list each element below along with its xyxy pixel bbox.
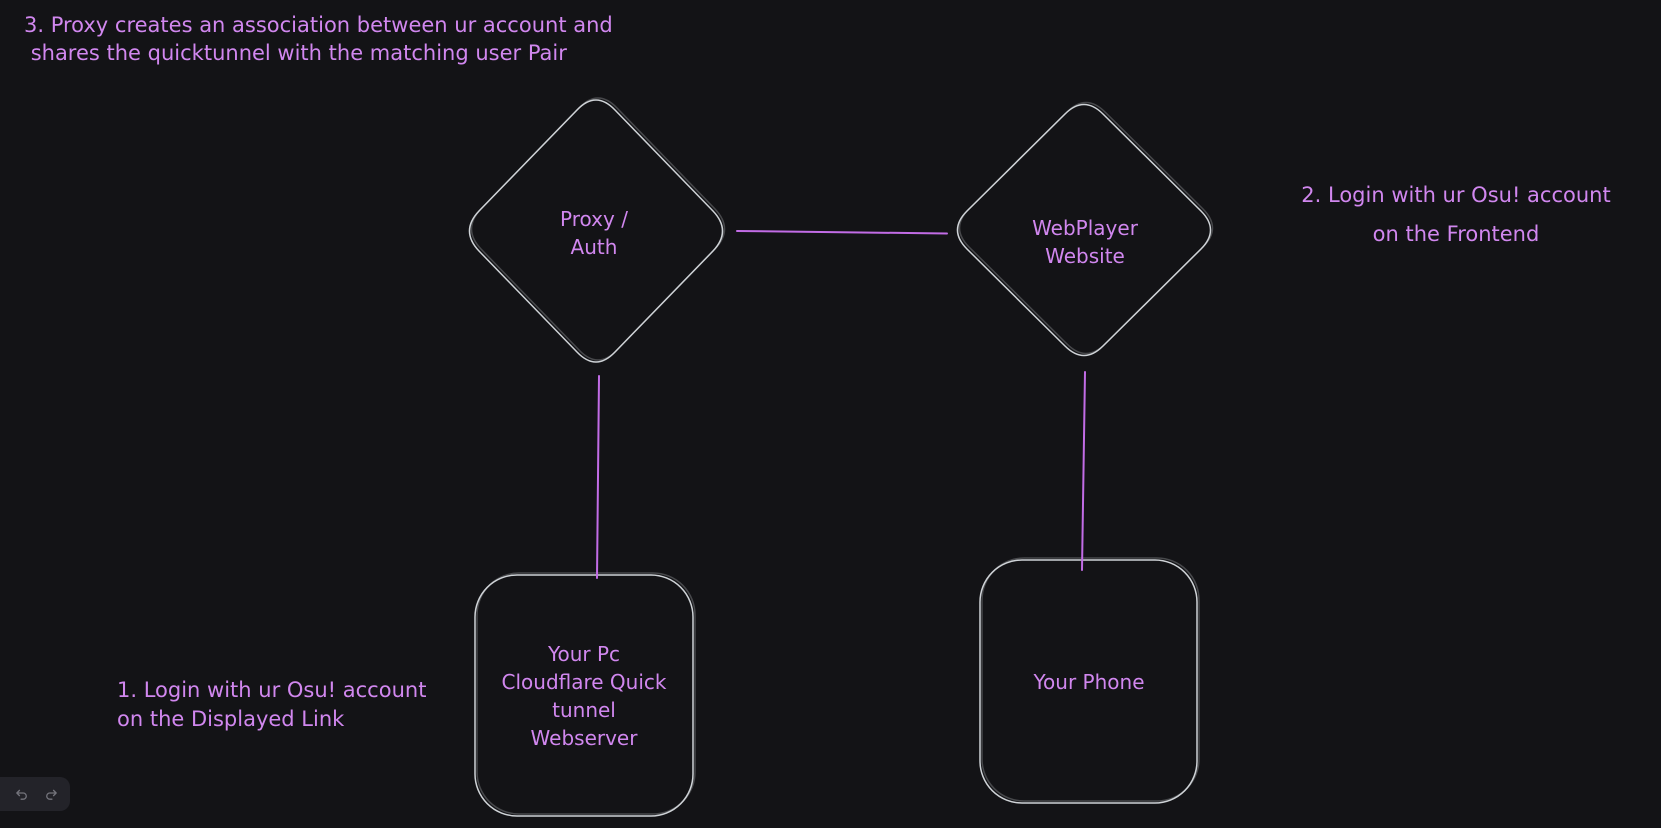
undo-icon — [15, 789, 27, 800]
node-label-proxy-auth[interactable]: Proxy / Auth — [560, 207, 628, 259]
node-label-webplayer-website[interactable]: WebPlayer Website — [1032, 216, 1138, 268]
rect-shape-your-phone[interactable] — [979, 559, 1198, 804]
undo-button[interactable] — [9, 782, 33, 806]
annotation-step-1[interactable]: 1. Login with ur Osu! account on the Dis… — [117, 678, 427, 731]
node-label-your-pc[interactable]: Your Pc Cloudflare Quick tunnel Webserve… — [501, 642, 667, 750]
diamond-shape-proxy-auth[interactable] — [468, 99, 724, 363]
connector-group — [596, 230, 1086, 579]
annotation-step-3[interactable]: 3. Proxy creates an association between … — [24, 13, 613, 65]
diamond-shape-webplayer[interactable] — [956, 103, 1212, 357]
redo-button[interactable] — [39, 782, 63, 806]
undo-redo-toolbar — [0, 777, 70, 811]
node-label-your-phone[interactable]: Your Phone — [1033, 670, 1145, 694]
annotation-step-2[interactable]: 2. Login with ur Osu! account on the Fro… — [1301, 183, 1611, 246]
connector-proxy-webplayer[interactable] — [736, 230, 948, 235]
redo-icon — [45, 789, 57, 800]
connector-webplayer-your-phone[interactable] — [1081, 371, 1086, 571]
rect-shape-your-pc[interactable] — [474, 574, 694, 817]
shape-group — [468, 99, 1212, 817]
connector-proxy-your-pc[interactable] — [596, 375, 600, 579]
